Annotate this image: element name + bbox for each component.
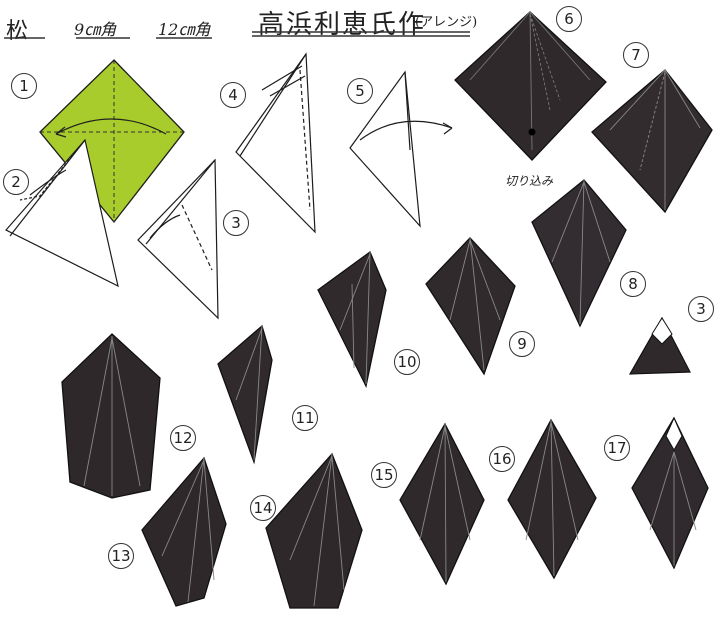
step-number-5: 5 [347,78,373,104]
step8-dark [532,180,626,326]
step13-dark [142,458,226,606]
step4-fold [236,54,315,232]
step-number-17: 17 [604,435,630,461]
step10-dark [318,252,386,386]
step17-dark [632,418,708,568]
step-number-16: 16 [489,446,515,472]
step16-dark [508,420,596,578]
inset-figure [630,318,690,374]
step15-dark [400,424,484,584]
step-number-2: 2 [3,169,29,195]
step11-dark [218,326,272,462]
step-number-3: 3 [223,210,249,236]
step-number-9: 9 [509,331,535,357]
step6-dark-diamond [455,12,606,160]
step-number-12: 12 [170,425,196,451]
step-number-15: 15 [371,462,397,488]
step-number-1: 1 [11,73,37,99]
step7-dark [592,70,712,212]
step3-fold [138,160,218,318]
step-number-14: 14 [250,495,276,521]
step-number-4: 4 [220,82,246,108]
step-number-8: 8 [620,271,646,297]
step-number-10: 10 [394,349,420,375]
step-number-11: 11 [292,405,318,431]
step12-dark [62,334,160,498]
header-underlines [4,32,470,38]
inset-number: 3 [688,296,714,322]
step-number-13: 13 [108,543,134,569]
step14-dark [266,454,362,608]
step9-dark [426,238,515,374]
step-number-6: 6 [556,6,582,32]
step-number-7: 7 [623,42,649,68]
